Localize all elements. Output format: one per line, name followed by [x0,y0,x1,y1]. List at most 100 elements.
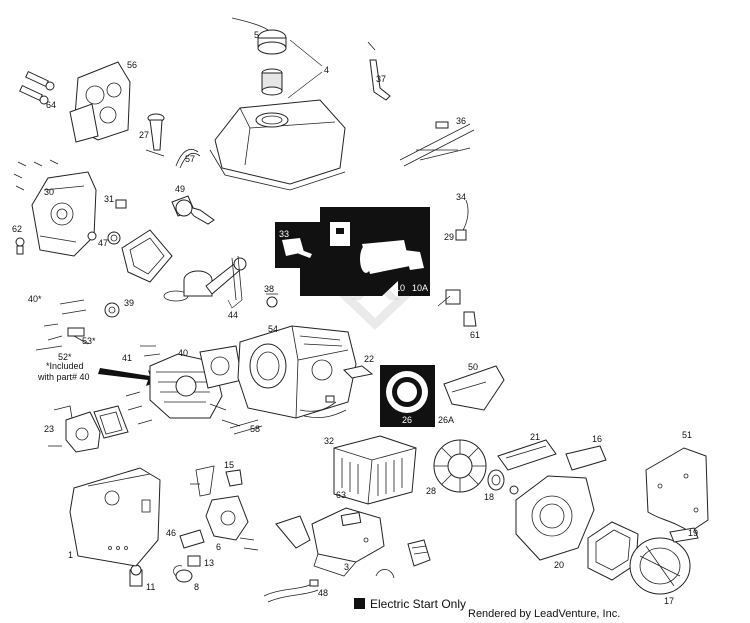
part-label: 38 [264,284,274,294]
air-cleaner-bracket[interactable] [275,515,311,549]
spark-plug-boot[interactable] [375,569,395,579]
part-label: 28 [426,486,436,496]
cooling-fan[interactable] [433,439,487,493]
fuel-valve[interactable] [437,289,477,327]
side-shroud[interactable] [645,447,709,533]
part-label: 44 [228,310,238,320]
rocker-arm[interactable] [104,302,120,318]
part-label: 62 [12,224,22,234]
part-label: 61 [470,330,480,340]
recoil-starter[interactable] [629,527,699,595]
part-label: 26A [438,415,454,425]
piston-assembly[interactable] [163,257,247,302]
crankcase-bolts[interactable] [13,159,59,191]
air-cleaner[interactable] [311,507,385,577]
bolts[interactable] [125,391,263,435]
oil-dipstick[interactable] [145,113,165,157]
render-credit: Rendered by LeadVenture, Inc. [468,608,620,620]
part-label: 36 [456,116,466,126]
crank-seal[interactable] [87,231,121,245]
part-label: 10 [395,283,405,293]
choke-lever[interactable] [179,529,205,549]
part-label: 8 [194,582,199,592]
head-gasket[interactable] [199,345,243,389]
fuel-tank[interactable] [209,99,346,191]
part-label: 46 [166,528,176,538]
fuel-strainer[interactable] [261,68,283,96]
oil-sensor[interactable] [115,199,127,209]
crankcase-cover[interactable] [31,171,97,257]
part-label: 33 [279,229,289,239]
fuel-line-clip[interactable] [367,41,391,101]
legend-swatch [354,598,365,609]
switch-plug[interactable] [187,555,201,567]
part-label: 40* [28,294,42,304]
part-label: 57 [185,154,195,164]
part-label: 18 [484,492,494,502]
engine-block[interactable] [237,325,357,419]
part-label: 34 [456,192,466,202]
part-label: 32 [324,436,334,446]
part-label: 6 [216,542,221,552]
part-label: 3 [344,562,349,572]
carburetor[interactable] [190,465,249,541]
wiring-leads[interactable] [263,579,319,603]
part-label: 16 [592,434,602,444]
part-label: 48 [318,588,328,598]
intake-assembly[interactable] [48,405,129,453]
part-label: 41 [122,353,132,363]
throttle-cable[interactable] [399,121,475,167]
part-label: 13 [204,558,214,568]
part-label: 23 [44,424,54,434]
part-label: 20 [554,560,564,570]
callout-arrow [98,368,162,386]
part-label: 22 [364,354,374,364]
cover-gasket[interactable] [121,229,173,283]
part-label: 51 [682,430,692,440]
ignition-coil[interactable] [173,565,193,583]
mounting-plate[interactable] [497,439,557,471]
starter-cup[interactable] [487,469,519,495]
part-label: 27 [139,130,149,140]
control-panel-cover[interactable] [69,467,161,567]
carb-bolts[interactable] [239,537,259,551]
fuel-cap[interactable] [231,17,287,55]
flywheel-ring-gear[interactable] [380,365,435,427]
part-label: 58 [250,424,260,434]
part-label: 15 [224,460,234,470]
part-label: 52* [58,352,72,362]
ignition-keys[interactable] [19,70,55,105]
oil-alert-wire[interactable] [455,199,469,241]
kit-note-line1: *Included [46,361,84,371]
governor-arm[interactable] [343,365,374,379]
part-label: 64 [46,100,56,110]
push-rods[interactable] [231,255,243,301]
part-label: 31 [104,194,114,204]
part-label: 17 [664,596,674,606]
part-label: 37 [376,74,386,84]
engine-switch[interactable] [129,564,143,587]
air-filter-element[interactable] [407,539,431,567]
breather-hose[interactable] [175,149,201,169]
part-label: 4 [324,65,329,75]
part-label: 47 [98,238,108,248]
muffler[interactable] [333,435,417,505]
wire-harness[interactable] [299,395,347,418]
engine-bracket[interactable] [443,365,505,411]
shroud-bracket[interactable] [565,445,607,471]
part-label: 53* [82,336,96,346]
drain-plug[interactable] [15,237,25,255]
part-label: 56 [127,60,137,70]
valve-keepers[interactable] [266,293,278,308]
blower-housing[interactable] [515,475,595,561]
part-label: 40 [178,348,188,358]
part-labels: 5 4 37 56 64 27 36 57 30 49 31 34 62 47 … [12,30,698,606]
crankshaft[interactable] [171,195,215,225]
part-label: 29 [444,232,454,242]
head-bolts[interactable] [140,345,161,357]
part-label: 1 [68,550,73,560]
valve-kit[interactable] [35,299,89,351]
part-label: 19 [688,528,698,538]
gasket-set[interactable] [69,61,131,143]
electric-start-kit[interactable] [275,207,430,296]
